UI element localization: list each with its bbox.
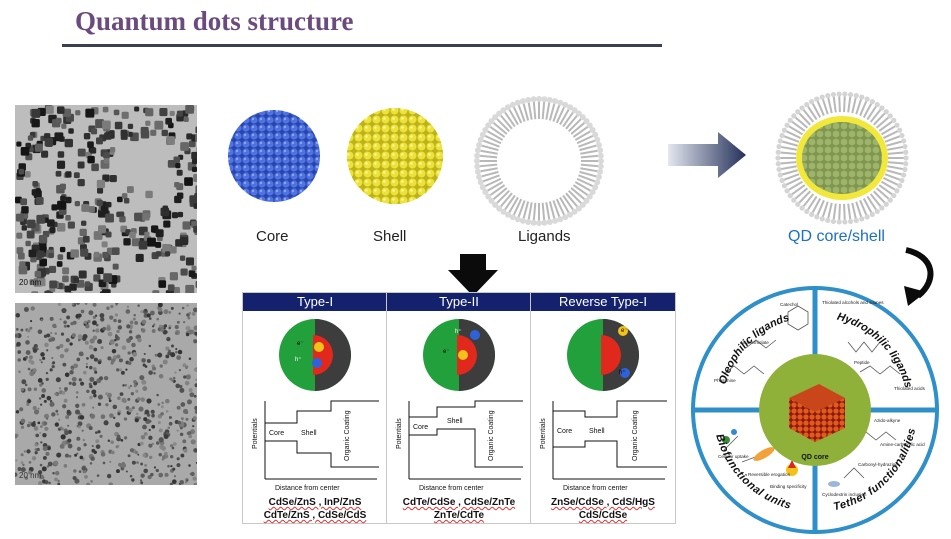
title-divider xyxy=(62,44,662,47)
material-list: CdTe/CdSe , CdSe/ZnTe ZnTe/CdTe xyxy=(387,496,531,522)
wheel-note: Thiolated alcohols and silanes xyxy=(822,300,884,305)
core-region-label: Core xyxy=(413,424,428,431)
material-line: ZnTe/CdTe xyxy=(433,510,485,521)
tem-image-large-dots: 20 nm xyxy=(15,105,197,293)
scale-bar-label: 20 nm xyxy=(19,278,42,287)
qd-core-shell-label: QD core/shell xyxy=(788,228,885,245)
wheel-note: Cellular uptake xyxy=(718,454,749,459)
tem-dot-pattern xyxy=(15,303,197,485)
material-list: CdSe/ZnS , InP/ZnS CdTe/ZnS , CdSe/CdS xyxy=(243,496,387,522)
tem-image-small-dots: 20 nm xyxy=(15,303,197,485)
electron-label: e⁻ xyxy=(621,328,628,334)
wheel-note: Alkanethiolate xyxy=(740,340,769,345)
wheel-note: Azido-alkyne xyxy=(874,418,901,423)
axis-y-label: Potentials xyxy=(252,418,259,449)
axis-y-label: Potentials xyxy=(540,418,547,449)
material-line: CdS/CdSe xyxy=(578,510,628,521)
wheel-note: Peptide xyxy=(854,360,870,365)
wheel-note: Binding specificity xyxy=(770,484,807,489)
shell-region-label: Shell xyxy=(589,428,605,435)
band-diagram: Potentials Core Shell Organic Coating Di… xyxy=(396,400,523,492)
coating-region-label: Organic Coating xyxy=(488,410,495,461)
electron-label: e⁻ xyxy=(297,341,304,347)
wheel-note: Carbonyl-hydrazine xyxy=(858,462,898,467)
electron-marker xyxy=(618,326,628,336)
band-diagram: Potentials Core Shell Organic Coating Di… xyxy=(252,400,379,492)
curved-arrow-icon xyxy=(904,247,934,306)
shell-region-label: Shell xyxy=(447,418,463,425)
electron-marker xyxy=(458,350,468,360)
panel-type-ii: Type-II h⁺ e⁻ Potentials Core Shell Orga… xyxy=(386,292,532,524)
hole-marker xyxy=(312,358,322,368)
wheel-note: Cyclodextrin inclusion xyxy=(822,492,867,497)
page-title: Quantum dots structure xyxy=(75,6,354,36)
ligands-ring-icon xyxy=(474,96,604,226)
axis-x-label: Distance from center xyxy=(275,485,340,492)
core-region-label: Core xyxy=(557,428,572,435)
axis-x-label: Distance from center xyxy=(563,485,628,492)
panel-heading: Type-I xyxy=(243,293,387,311)
arrow-down-icon xyxy=(448,254,498,296)
panel-heading: Type-II xyxy=(387,293,531,311)
panel-reverse-type-i: Reverse Type-I e⁻ h⁺ Potentials Core She… xyxy=(530,292,676,524)
hole-label: h⁺ xyxy=(455,329,462,335)
band-diagram: Potentials Core Shell Organic Coating Di… xyxy=(540,400,667,492)
core-label: Core xyxy=(256,228,289,245)
hole-label: h⁺ xyxy=(295,357,302,363)
scale-bar-label: 20 nm xyxy=(19,471,42,480)
material-line: CdSe/ZnS , InP/ZnS xyxy=(268,497,362,508)
shell-sphere-icon xyxy=(347,108,443,204)
core-region-label: Core xyxy=(269,430,284,437)
axis-y-label: Potentials xyxy=(396,418,403,449)
coating-region-label: Organic Coating xyxy=(632,410,639,461)
hole-marker xyxy=(470,330,480,340)
wheel-note: Catechol xyxy=(780,302,798,307)
hole-label: h⁺ xyxy=(619,370,626,376)
shell-region-label: Shell xyxy=(301,430,317,437)
ligands-label: Ligands xyxy=(518,228,571,245)
material-line: CdTe/ZnS , CdSe/CdS xyxy=(263,510,367,521)
qd-core-label: QD core xyxy=(801,454,828,461)
wheel-note: Reversible erogation xyxy=(748,472,791,477)
electron-marker xyxy=(314,342,324,352)
axis-x-label: Distance from center xyxy=(419,485,484,492)
electron-label: e⁻ xyxy=(443,349,450,355)
arrow-right-icon xyxy=(668,132,746,178)
wheel-note: Phosphine xyxy=(714,378,736,383)
shell-label: Shell xyxy=(373,228,407,245)
core-sphere-icon xyxy=(228,110,320,202)
band-sphere-icon xyxy=(423,319,495,391)
material-list: ZnSe/CdSe , CdS/HgS CdS/CdSe xyxy=(531,496,675,522)
qd-cube-icon xyxy=(789,384,845,442)
coating-region-label: Organic Coating xyxy=(344,410,351,461)
panel-heading: Reverse Type-I xyxy=(531,293,675,311)
band-sphere-icon xyxy=(279,319,351,391)
wheel-note: Thiolated acids xyxy=(894,386,926,391)
panel-type-i: Type-I e⁻ h⁺ Potentials Core Shell Organ… xyxy=(242,292,388,524)
material-line: CdTe/CdSe , CdSe/ZnTe xyxy=(402,497,516,508)
hole-marker xyxy=(620,368,630,378)
qd-functionalization-wheel: QD core Oleophilic ligands Hydrophilic l… xyxy=(691,286,939,534)
band-sphere-icon xyxy=(567,319,639,391)
tem-dot-pattern xyxy=(15,105,197,293)
wheel-note: Amine-carboxylic acid xyxy=(880,442,925,447)
material-line: ZnSe/CdSe , CdS/HgS xyxy=(551,497,655,508)
qd-core-shell-icon xyxy=(775,91,909,225)
